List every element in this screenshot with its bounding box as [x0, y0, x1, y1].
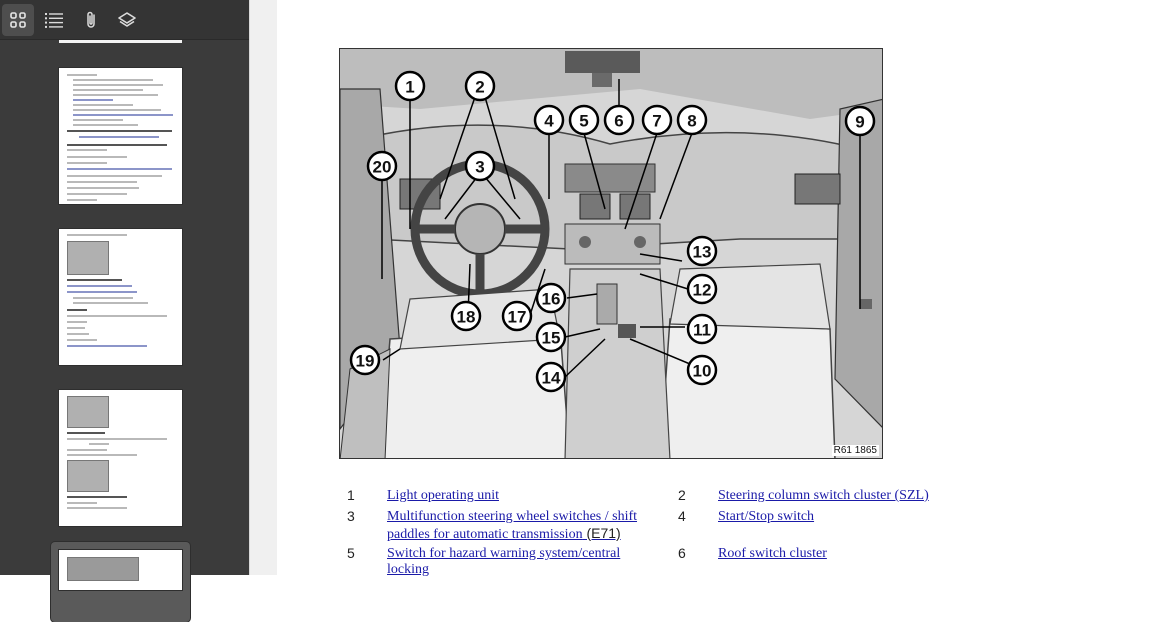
callout-20: 20 — [373, 158, 392, 177]
callout-14: 14 — [542, 369, 561, 388]
callout-10: 10 — [693, 362, 712, 381]
legend-number: 6 — [678, 545, 686, 561]
thumbnails-view-button[interactable] — [2, 4, 34, 36]
page-thumbnail[interactable] — [59, 390, 182, 526]
page-thumbnail-current[interactable] — [59, 550, 182, 590]
legend-number: 1 — [347, 487, 355, 503]
grid-icon — [10, 12, 26, 28]
page-thumbnail-previous[interactable] — [59, 40, 182, 43]
attachments-view-button[interactable] — [75, 4, 107, 36]
legend-link[interactable]: Roof switch cluster — [718, 546, 827, 561]
outline-view-button[interactable] — [38, 4, 70, 36]
legend-number: 5 — [347, 545, 355, 561]
callout-11: 11 — [693, 321, 711, 340]
callout-1: 1 — [405, 78, 414, 97]
callout-18: 18 — [457, 308, 476, 327]
callout-4: 4 — [544, 112, 554, 131]
callout-8: 8 — [687, 112, 696, 131]
legend-link[interactable]: Light operating unit — [387, 488, 499, 503]
page-thumbnail[interactable] — [59, 229, 182, 365]
legend-link[interactable]: Switch for hazard warning system/central… — [387, 546, 621, 577]
legend-number: 3 — [347, 508, 355, 524]
legend-link[interactable]: Steering column switch cluster (SZL) — [718, 488, 929, 503]
callout-19: 19 — [356, 352, 375, 371]
callout-6: 6 — [614, 112, 623, 131]
sidebar-toolbar — [0, 0, 249, 40]
cockpit-figure: 1 2 3 4 5 6 7 8 9 10 11 12 13 14 15 16 1… — [339, 48, 883, 459]
legend-link-text[interactable]: Multifunction steering wheel switches / … — [387, 509, 638, 542]
callout-5: 5 — [579, 112, 588, 131]
legend-link[interactable]: Start/Stop switch — [718, 509, 815, 524]
callout-15: 15 — [542, 329, 561, 348]
list-icon — [45, 13, 63, 28]
cockpit-illustration: 1 2 3 4 5 6 7 8 9 10 11 12 13 14 15 16 1… — [340, 49, 882, 458]
callout-17: 17 — [508, 308, 527, 327]
legend-suffix: (E71) — [582, 525, 621, 541]
document-page: 1 2 3 4 5 6 7 8 9 10 11 12 13 14 15 16 1… — [277, 0, 1162, 577]
layers-icon — [118, 12, 136, 27]
paperclip-icon — [87, 11, 95, 28]
legend-number: 4 — [678, 508, 686, 524]
callout-7: 7 — [652, 112, 661, 131]
callout-2: 2 — [475, 78, 484, 97]
callout-16: 16 — [542, 290, 561, 309]
thumbnail-sidebar — [0, 0, 249, 622]
callout-9: 9 — [855, 113, 864, 132]
callout-12: 12 — [693, 281, 712, 300]
legend-number: 2 — [678, 487, 686, 503]
page-thumbnail[interactable] — [59, 68, 182, 204]
legend-link-multiline[interactable]: Multifunction steering wheel switches / … — [387, 509, 649, 543]
callout-3: 3 — [475, 158, 484, 177]
layers-view-button[interactable] — [111, 4, 143, 36]
figure-reference: R61 1865 — [831, 445, 879, 456]
callout-13: 13 — [693, 243, 712, 262]
sidebar-splitter[interactable] — [249, 0, 277, 575]
